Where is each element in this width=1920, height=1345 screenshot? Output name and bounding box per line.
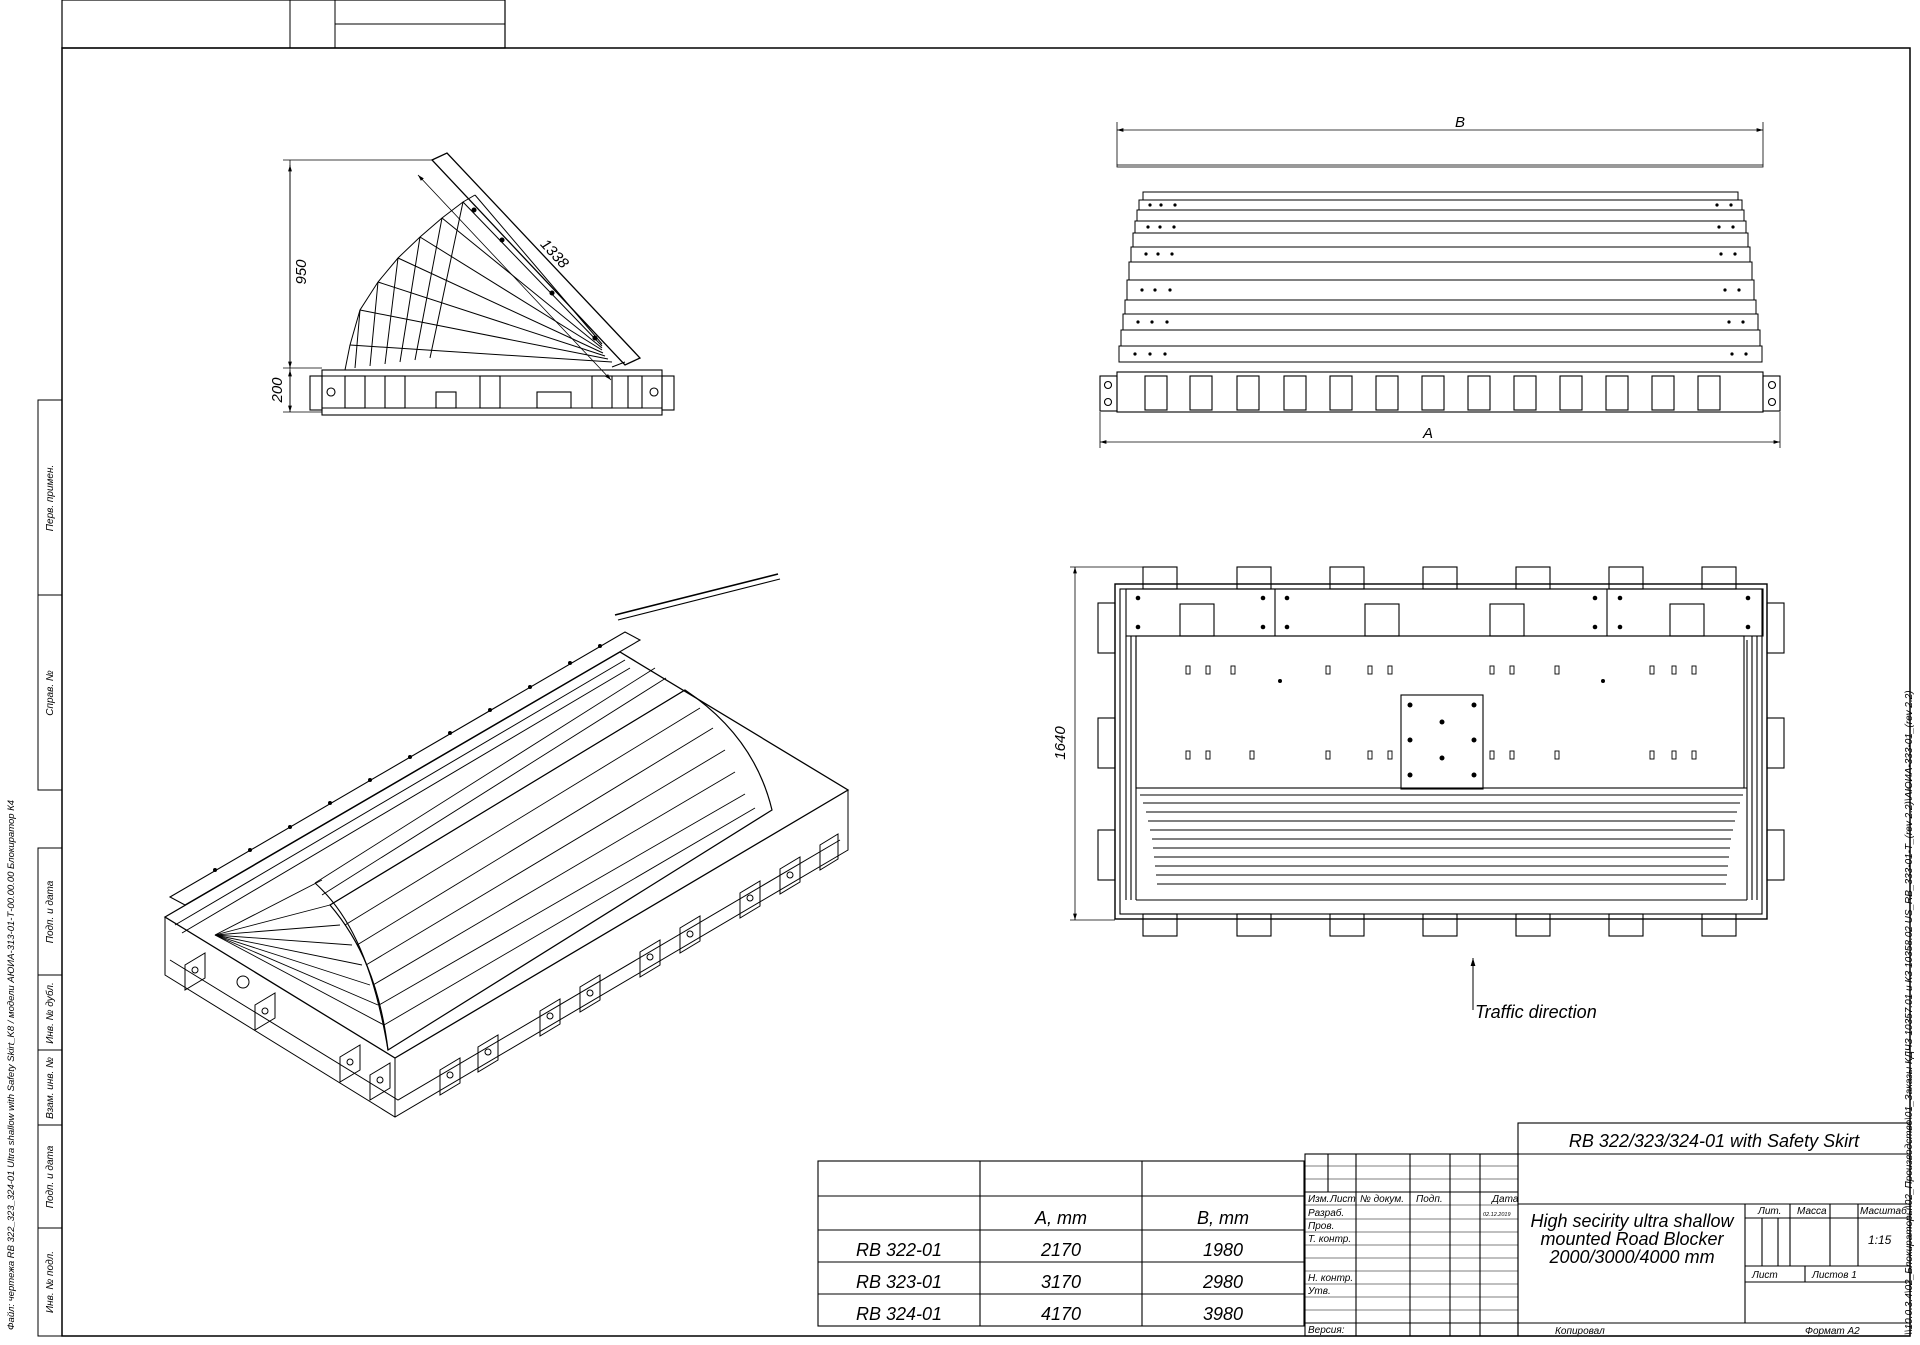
strip-perv-primen: Перв. примен. — [45, 465, 56, 531]
dim-a: A — [1422, 425, 1433, 442]
row-tkontr: Т. контр. — [1308, 1234, 1351, 1245]
mass-label: Масса — [1797, 1206, 1827, 1217]
side-view — [283, 152, 675, 416]
left-strip: Перв. примен. Справ. № Подп. и дата Инв.… — [6, 399, 63, 1337]
dim-1640: 1640 — [1052, 726, 1069, 760]
date-value: 02.12.2019 — [1483, 1212, 1511, 1218]
row-utv: Утв. — [1307, 1286, 1331, 1297]
drawing-name-line1: High secirity ultra shallow — [1530, 1211, 1734, 1231]
format-label: Формат A2 — [1805, 1326, 1860, 1337]
version-label: Версия: — [1308, 1325, 1345, 1336]
drawing-name-line3: 2000/3000/4000 mm — [1548, 1247, 1714, 1267]
file-path-note: Файл: чертежа RB 322_323_324-01 Ultra sh… — [6, 800, 17, 1330]
dimension-table — [817, 1160, 1305, 1327]
scale-label: Масштаб — [1860, 1205, 1907, 1217]
dim-950: 950 — [293, 259, 310, 285]
table-header-a: A, mm — [1034, 1208, 1087, 1228]
table-header-b: B, mm — [1197, 1208, 1249, 1228]
table-row-model: RB 324-01 — [856, 1304, 942, 1324]
traffic-direction-label: Traffic direction — [1475, 1002, 1597, 1022]
drawing-name-line2: mounted Road Blocker — [1540, 1229, 1724, 1249]
col-doc: № докум. — [1360, 1194, 1404, 1205]
lit-label: Лит. — [1757, 1206, 1781, 1217]
dim-200: 200 — [269, 377, 286, 404]
col-izm: Изм. — [1308, 1194, 1329, 1205]
table-row-model: RB 322-01 — [856, 1240, 942, 1260]
copied-label: Копировал — [1555, 1326, 1605, 1337]
row-razrab: Разраб. — [1308, 1207, 1344, 1219]
table-row-b: 2980 — [1202, 1272, 1243, 1292]
strip-podp-data-2: Подп. и дата — [45, 1145, 56, 1208]
table-row-model: RB 323-01 — [856, 1272, 942, 1292]
row-prov: Пров. — [1308, 1221, 1334, 1232]
strip-vzam-inv: Взам. инв. № — [45, 1057, 56, 1119]
front-view — [1099, 122, 1781, 448]
strip-inv-podl: Инв. № подл. — [45, 1251, 56, 1313]
col-date: Дата — [1491, 1194, 1519, 1205]
table-row-b: 1980 — [1203, 1240, 1243, 1260]
table-row-a: 2170 — [1040, 1240, 1081, 1260]
strip-sprav-no: Справ. № — [45, 670, 56, 716]
strip-podp-data-1: Подп. и дата — [45, 880, 56, 943]
sheets-label: Листов 1 — [1811, 1270, 1857, 1281]
sheet-label: Лист — [1751, 1270, 1778, 1281]
table-row-a: 3170 — [1041, 1272, 1081, 1292]
row-nkontr: Н. контр. — [1308, 1273, 1353, 1284]
drawing-designation: RB 322/323/324-01 with Safety Skirt — [1569, 1131, 1860, 1151]
network-path-note: \\10.0.3.4\02_Блокираторы\02_Производств… — [1904, 690, 1915, 1335]
table-row-a: 4170 — [1041, 1304, 1081, 1324]
plan-view — [1070, 566, 1785, 1010]
col-sign: Подп. — [1416, 1194, 1443, 1205]
strip-inv-dubl: Инв. № дубл. — [44, 982, 56, 1044]
title-block — [1304, 1122, 1911, 1337]
col-list: Лист — [1329, 1194, 1356, 1205]
isometric-view — [163, 573, 850, 1118]
table-row-b: 3980 — [1203, 1304, 1243, 1324]
scale-value: 1:15 — [1868, 1233, 1892, 1247]
dim-b: B — [1455, 114, 1465, 131]
